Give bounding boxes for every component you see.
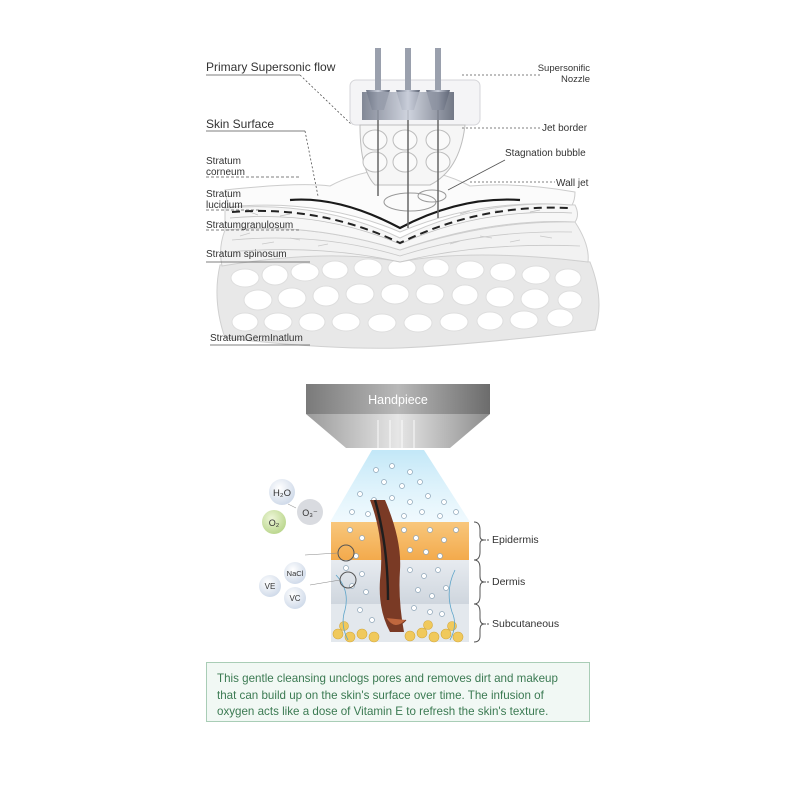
layer-brackets: [473, 521, 490, 643]
label-stratum-granulosum: Stratumgranulosum: [206, 220, 293, 231]
label-wall-jet: Wall jet: [556, 178, 589, 189]
label-stratum-corneum-1: Stratum: [206, 156, 241, 167]
epidermis-layer: [331, 522, 469, 560]
supersonic-nozzles: [362, 48, 454, 228]
caption-box: This gentle cleansing unclogs pores and …: [206, 662, 590, 722]
label-skin-surface: Skin Surface: [206, 117, 274, 131]
label-stratum-corneum-2: corneum: [206, 167, 245, 178]
label-subcutaneous: Subcutaneous: [492, 618, 559, 630]
label-epidermis: Epidermis: [492, 534, 539, 546]
label-primary-flow: Primary Supersonic flow: [206, 60, 336, 74]
label-stratum-lucidium-1: Stratum: [206, 189, 241, 200]
molecule-ve: VE: [265, 582, 276, 591]
label-dermis: Dermis: [492, 576, 525, 588]
leader-lines: [206, 74, 555, 346]
molecule-vc: VC: [289, 594, 300, 603]
molecule-o2: O₂: [269, 518, 280, 528]
label-stratum-lucidium-2: lucidium: [206, 200, 243, 211]
molecules: H₂O O₃⁻ O₂ NaCl VE VC: [259, 479, 323, 609]
handpiece-cone: [306, 414, 490, 448]
molecule-o3: O₃⁻: [302, 508, 318, 518]
label-supersonic-nozzle-2: Nozzle: [561, 74, 590, 85]
label-stratum-germinatlum: StratumGermInatlum: [210, 333, 303, 344]
label-stagnation-bubble: Stagnation bubble: [505, 148, 586, 159]
molecule-nacl: NaCl: [287, 569, 304, 578]
fat-cells: [332, 620, 464, 643]
germinatlum-cells: [230, 258, 583, 333]
skin-droplets: [343, 527, 459, 623]
molecule-h2o: H₂O: [273, 488, 291, 499]
top-skin-section: Primary Supersonic flow Skin Surface Str…: [206, 48, 600, 349]
caption-text: This gentle cleansing unclogs pores and …: [217, 672, 558, 718]
handpiece-label: Handpiece: [368, 393, 428, 407]
bottom-skin-section: Handpiece: [259, 384, 559, 643]
label-supersonic-nozzle-1: Supersonific: [538, 63, 591, 74]
label-stratum-spinosum: Stratum spinosum: [206, 249, 287, 260]
label-jet-border: Jet border: [542, 123, 588, 134]
handpiece-body: [306, 384, 490, 414]
